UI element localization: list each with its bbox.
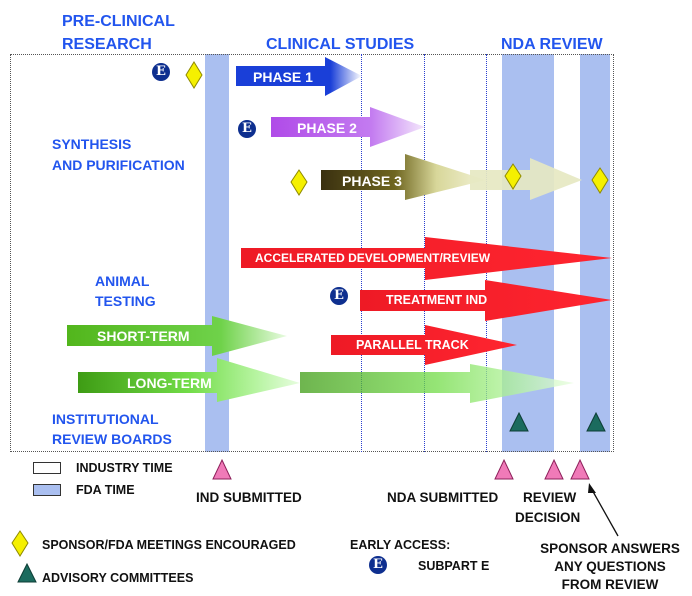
label-review-boards: REVIEW BOARDS <box>52 431 172 447</box>
label-decision: DECISION <box>515 510 581 525</box>
label-ind-submitted: IND SUBMITTED <box>196 490 302 505</box>
milestone-review-triangle <box>544 458 564 480</box>
label-synthesis: SYNTHESIS <box>52 136 132 152</box>
arrow-parallel-track <box>331 325 517 365</box>
header-nda-review: NDA REVIEW <box>501 36 603 53</box>
legend-subpart-e-label: SUBPART E <box>418 559 490 573</box>
label-long-term: LONG-TERM <box>127 375 212 391</box>
legend-diamond <box>11 530 29 557</box>
header-preclinical-line1: PRE-CLINICAL <box>62 13 175 30</box>
meeting-diamond-2 <box>290 169 308 196</box>
legend-advisory-label: ADVISORY COMMITTEES <box>42 571 194 585</box>
meeting-diamond-1 <box>185 61 203 89</box>
arrow-phase3 <box>321 154 486 200</box>
label-purification: AND PURIFICATION <box>52 157 185 173</box>
header-clinical-studies: CLINICAL STUDIES <box>266 36 415 53</box>
label-testing: TESTING <box>95 293 156 309</box>
legend-fda-box <box>33 484 61 496</box>
label-from-review: FROM REVIEW <box>561 577 659 592</box>
legend-industry-box <box>33 462 61 474</box>
label-parallel-track: PARALLEL TRACK <box>356 338 469 352</box>
label-treatment-ind: TREATMENT IND <box>386 293 488 307</box>
meeting-diamond-4 <box>591 167 609 194</box>
advisory-triangle-2 <box>586 411 606 432</box>
arrow-phase2 <box>271 107 425 147</box>
header-preclinical-line2: RESEARCH <box>62 36 152 53</box>
label-review: REVIEW <box>523 490 577 505</box>
arrow-short-term <box>67 316 287 356</box>
legend-advisory-triangle <box>17 562 37 583</box>
legend-early-access-label: EARLY ACCESS: <box>350 538 451 552</box>
legend-industry-label: INDUSTRY TIME <box>76 461 173 475</box>
meeting-diamond-3 <box>504 163 522 190</box>
arrow-accelerated <box>241 237 612 280</box>
label-phase2: PHASE 2 <box>297 120 357 136</box>
early-access-badge-1: E <box>152 63 170 81</box>
label-nda-submitted: NDA SUBMITTED <box>387 490 499 505</box>
label-short-term: SHORT-TERM <box>97 328 190 344</box>
label-sponsor-answers: SPONSOR ANSWERS <box>540 541 680 556</box>
label-any-questions: ANY QUESTIONS <box>554 559 666 574</box>
milestone-sponsor-triangle <box>570 458 590 480</box>
timeline-frame <box>10 54 614 452</box>
early-access-badge-2: E <box>238 120 256 138</box>
sponsor-pointer-head <box>588 483 596 493</box>
fda-band-final <box>580 54 610 452</box>
arrow-treatment-ind <box>360 280 612 321</box>
label-phase1: PHASE 1 <box>253 69 313 85</box>
legend-early-access-badge: E <box>369 556 387 574</box>
label-phase3: PHASE 3 <box>342 173 402 189</box>
legend-fda-label: FDA TIME <box>76 483 135 497</box>
legend-meetings-label: SPONSOR/FDA MEETINGS ENCOURAGED <box>42 538 296 552</box>
advisory-triangle-1 <box>509 411 529 432</box>
arrow-long-term-continuation <box>300 364 574 403</box>
arrow-phase1 <box>236 57 362 96</box>
early-access-badge-3: E <box>330 287 348 305</box>
sponsor-pointer-line <box>590 487 619 537</box>
label-animal: ANIMAL <box>95 273 150 289</box>
label-institutional: INSTITUTIONAL <box>52 411 159 427</box>
milestone-nda-triangle <box>494 458 514 480</box>
arrow-phase3-continuation <box>470 158 582 200</box>
label-accelerated: ACCELERATED DEVELOPMENT/REVIEW <box>255 251 491 265</box>
arrow-long-term <box>78 358 300 402</box>
milestone-ind-triangle <box>212 458 232 480</box>
